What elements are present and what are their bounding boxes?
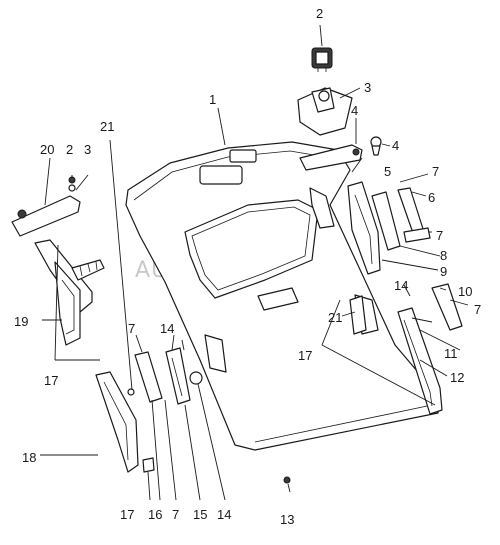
clips-part-17: [127, 388, 155, 473]
callout-7a: 7: [432, 164, 439, 179]
a-pillar-trim-left: [34, 239, 93, 346]
callout-20: 20: [40, 142, 54, 157]
callout-12: 12: [450, 370, 464, 385]
callout-14a: 14: [160, 321, 174, 336]
callout-1: 1: [209, 92, 216, 107]
callout-13: 13: [280, 512, 294, 527]
callout-7d: 7: [128, 321, 135, 336]
callout-numbers: 1 2 3 4 4 5 6 7 7 7 7 7 8 9 10 11 12 13 …: [14, 6, 481, 527]
callout-8: 8: [440, 248, 447, 263]
callout-2-left: 2: [66, 142, 73, 157]
b-pillar-trim-left: [95, 371, 139, 473]
grab-handle-left: [134, 347, 203, 405]
callout-17a: 17: [120, 507, 134, 522]
callout-17c: 17: [298, 348, 312, 363]
callout-19: 19: [14, 314, 28, 329]
callout-21b: 21: [328, 310, 342, 325]
right-side-trims: [347, 181, 463, 415]
dome-light-part-3: [297, 87, 353, 136]
callout-6: 6: [428, 190, 435, 205]
screw-part-13: [283, 476, 291, 484]
callout-3: 3: [364, 80, 371, 95]
clip-part-2: [311, 47, 333, 72]
callout-16: 16: [148, 507, 162, 522]
callout-4b: 4: [392, 138, 399, 153]
callout-10: 10: [458, 284, 472, 299]
leader-lines: [40, 24, 469, 501]
callout-5: 5: [384, 164, 391, 179]
callout-17b: 17: [44, 373, 58, 388]
callout-14b: 14: [394, 278, 408, 293]
callout-4a: 4: [351, 103, 358, 118]
clip-part-21-left: [71, 259, 105, 281]
sun-visor-left: [11, 176, 81, 237]
callout-7c: 7: [474, 302, 481, 317]
callout-7b: 7: [436, 228, 443, 243]
callout-18: 18: [22, 450, 36, 465]
clip-part-4: [370, 136, 382, 156]
callout-7e: 7: [172, 507, 179, 522]
callout-15: 15: [193, 507, 207, 522]
headliner-panel: [125, 141, 441, 451]
callout-2: 2: [316, 6, 323, 21]
callout-9: 9: [440, 264, 447, 279]
callout-14c: 14: [217, 507, 231, 522]
sun-visor-right: [299, 144, 363, 171]
callout-3-left: 3: [84, 142, 91, 157]
callout-21a: 21: [100, 119, 114, 134]
callout-11: 11: [444, 346, 458, 361]
